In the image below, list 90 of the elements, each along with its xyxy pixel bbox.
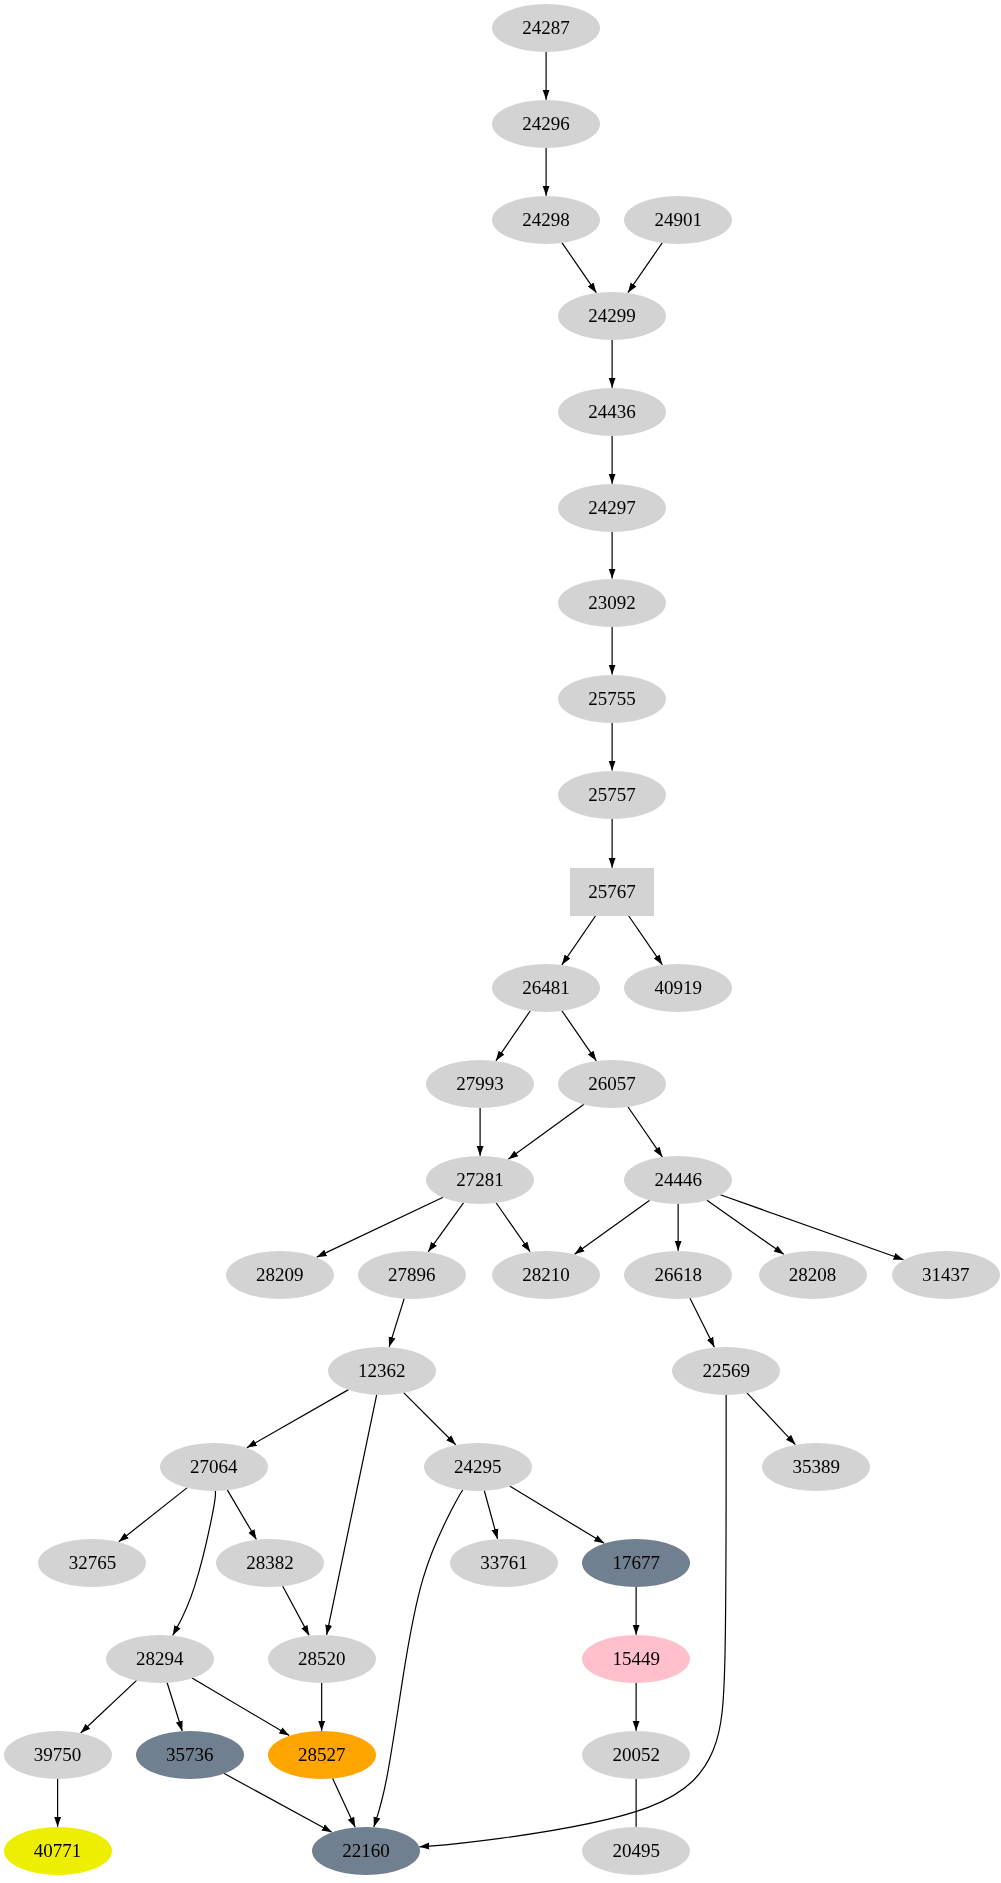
- arrow: [483, 1489, 499, 1540]
- node-label: 28382: [246, 1551, 294, 1574]
- arrow: [542, 147, 550, 197]
- process-box: [570, 867, 655, 916]
- arrow: [632, 1586, 640, 1636]
- arrow: [509, 1485, 605, 1544]
- node-label: 35389: [792, 1455, 840, 1478]
- node-label: 24446: [654, 1168, 702, 1191]
- arrow: [706, 1199, 785, 1255]
- arrow: [80, 1679, 138, 1734]
- node-label: 24299: [588, 304, 636, 327]
- arrow: [54, 1778, 62, 1828]
- node-label: 24295: [453, 1455, 502, 1478]
- node-label: 27064: [189, 1455, 238, 1478]
- arrow: [542, 51, 550, 101]
- arrow: [507, 1103, 585, 1160]
- node-label: 27993: [456, 1072, 504, 1095]
- arrow: [746, 1392, 796, 1446]
- node-label: 28209: [255, 1263, 304, 1286]
- node-label: 17677: [612, 1551, 660, 1574]
- arrow: [608, 817, 616, 869]
- node-label: 26057: [588, 1072, 636, 1095]
- node-label: 28208: [788, 1263, 837, 1286]
- arrow: [318, 1682, 326, 1732]
- node-label: 40919: [654, 976, 702, 999]
- node-label: 31437: [922, 1263, 970, 1286]
- node-label: 25755: [588, 687, 636, 710]
- arrow: [191, 1677, 290, 1737]
- node-label: 22569: [702, 1359, 750, 1382]
- arrow: [331, 1777, 356, 1828]
- arrow: [495, 1202, 531, 1253]
- node-label: 24901: [654, 208, 702, 231]
- arrow: [325, 1393, 378, 1636]
- node-label: 22160: [342, 1839, 390, 1862]
- arrow: [719, 1194, 905, 1261]
- arrow: [632, 1682, 640, 1732]
- node-label: 25757: [588, 783, 636, 806]
- node-label: 27281: [456, 1168, 504, 1191]
- arrow: [476, 1107, 484, 1157]
- node-label: 26618: [654, 1263, 702, 1286]
- arrow: [627, 1106, 663, 1158]
- arrow: [282, 1585, 310, 1636]
- node-label: 23092: [588, 591, 636, 614]
- arrow: [495, 1010, 531, 1062]
- node-label: 35736: [165, 1743, 214, 1766]
- arrow: [226, 1489, 257, 1541]
- arrow: [316, 1196, 444, 1258]
- arrow: [608, 721, 616, 772]
- arrow: [166, 1681, 183, 1732]
- node-label: 33761: [480, 1551, 528, 1574]
- arrow: [427, 1202, 465, 1253]
- node-label: 27896: [387, 1263, 436, 1286]
- node-label: 39750: [33, 1743, 82, 1766]
- arrow: [628, 915, 663, 966]
- node-label: 24436: [588, 400, 636, 423]
- node-label: 28294: [135, 1647, 184, 1670]
- node-label: 28520: [297, 1647, 346, 1670]
- arrow: [373, 1489, 464, 1828]
- node-label: 25767: [588, 880, 636, 903]
- arrow: [608, 531, 616, 580]
- arrow: [561, 242, 597, 294]
- arrow: [172, 1490, 217, 1637]
- arrow: [608, 625, 616, 676]
- node-label: 40771: [33, 1839, 82, 1862]
- arrow: [608, 339, 616, 389]
- node-label: 12362: [357, 1359, 406, 1382]
- arrow: [388, 1297, 405, 1348]
- arrow: [561, 915, 597, 966]
- arrow: [674, 1203, 682, 1252]
- arrow: [573, 1199, 651, 1255]
- node-label: 20495: [612, 1839, 660, 1862]
- arrow: [627, 242, 663, 294]
- arrow: [418, 1394, 727, 1850]
- node-label: 26481: [522, 976, 570, 999]
- arrow: [403, 1392, 457, 1446]
- node-label: 15449: [612, 1647, 660, 1670]
- arrow: [608, 435, 616, 485]
- node-label: 24287: [522, 16, 570, 39]
- node-label: 20052: [612, 1743, 660, 1766]
- arrow: [561, 1010, 597, 1062]
- arrow: [246, 1389, 350, 1449]
- arrow: [689, 1297, 716, 1348]
- node-label: 24296: [522, 112, 570, 135]
- arrow: [118, 1487, 188, 1543]
- node-label: 24298: [522, 208, 570, 231]
- arrow: [223, 1772, 333, 1833]
- node-label: 24297: [588, 496, 636, 519]
- node-label: 32765: [68, 1551, 117, 1574]
- node-label: 28210: [522, 1263, 570, 1286]
- node-label: 28527: [297, 1743, 346, 1766]
